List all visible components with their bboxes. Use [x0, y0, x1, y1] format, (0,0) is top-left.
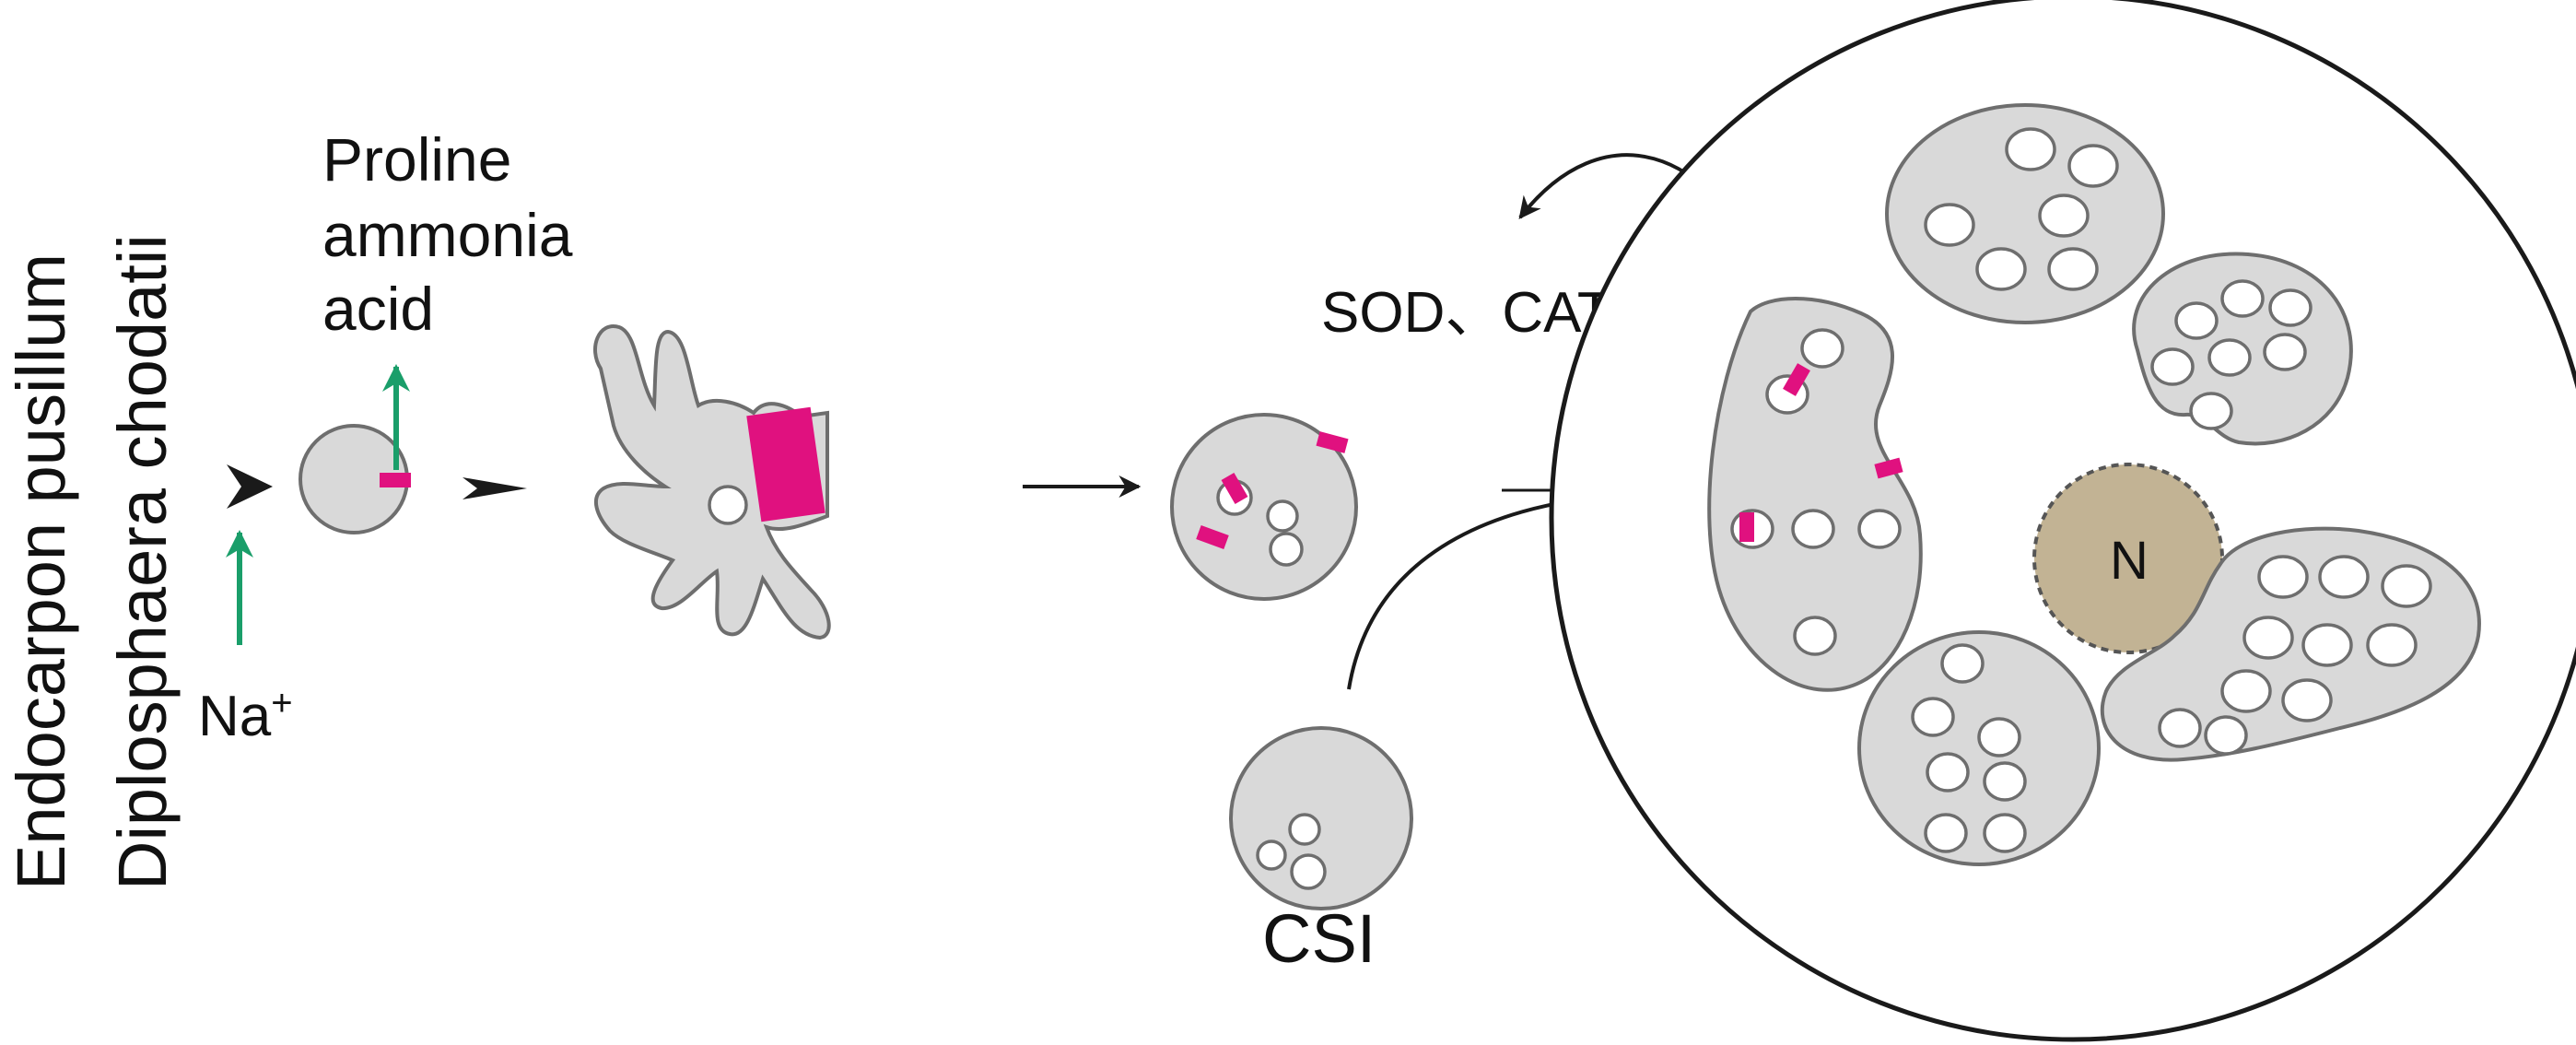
organelle-vacuole: [1977, 717, 2021, 757]
organelle-vacuole: [2158, 708, 2202, 748]
enzymes-label: SOD、CAT: [1321, 281, 1612, 345]
organelle-vacuole: [1791, 509, 1835, 549]
organelle-vacuole: [1800, 328, 1844, 369]
organelle-vacuole: [2366, 623, 2418, 667]
membrane-marker: [1316, 431, 1349, 453]
organelle-vacuole: [1975, 247, 2027, 291]
organelle-vacuole: [2204, 715, 2248, 756]
organelle-vacuole: [2220, 669, 2272, 713]
csi-cell-vacuole: [1256, 840, 1287, 871]
round-cell-vacuole: [1269, 532, 1304, 567]
organelle-vacuole: [2257, 555, 2309, 599]
organelle-vacuole: [1924, 203, 1975, 247]
organelle-vacuole: [2220, 279, 2265, 318]
organelle: [1857, 630, 2101, 866]
sodium-label: Na+: [198, 683, 293, 748]
organelle: [1707, 297, 1923, 692]
round-cell-vacuole: [1266, 499, 1299, 533]
membrane-marker: [1221, 473, 1248, 504]
proline-label-line-2: ammonia: [322, 201, 573, 269]
organelle-vacuole: [2242, 616, 2294, 660]
csi-cell-vacuole: [1288, 813, 1321, 846]
csi-label: CSI: [1262, 900, 1376, 977]
membrane-marker: [1874, 457, 1903, 479]
nucleus-label: N: [2110, 531, 2149, 591]
organelle-vacuole: [1911, 697, 1955, 737]
species-label-endocarpon: Endocarpon pusillum: [3, 253, 79, 890]
membrane-marker: [380, 473, 411, 487]
organelle-vacuole: [2268, 288, 2313, 327]
csi-cell-vacuole: [1290, 853, 1327, 890]
organelle-vacuole: [2381, 564, 2432, 608]
organelle-vacuole: [2150, 347, 2195, 386]
organelle-vacuole: [1857, 509, 1902, 549]
membrane-marker: [1196, 525, 1229, 549]
organelle-vacuole: [2281, 678, 2333, 722]
membrane-marker: [1739, 512, 1754, 542]
organelle-vacuole: [1926, 752, 1970, 793]
branched-cell-vacuole: [708, 485, 748, 525]
proline-label-line-3: acid: [322, 275, 434, 343]
organelle-vacuole: [1940, 643, 1985, 684]
organelle-vacuole: [2301, 623, 2353, 667]
species-label-diplosphaera: Diplosphaera chodatii: [104, 234, 181, 890]
organelle-vacuole: [2207, 338, 2252, 377]
membrane-marker: [746, 406, 825, 522]
branched-cell: [592, 323, 831, 640]
organelle-vacuole: [2038, 194, 2090, 238]
organelle-vacuole: [2005, 127, 2056, 171]
organelle-vacuole: [2189, 392, 2233, 430]
organelle-vacuole: [2067, 144, 2119, 188]
round-cell: [1170, 413, 1358, 601]
organelle-vacuole: [2318, 555, 2370, 599]
organelle-vacuole: [2174, 301, 2219, 340]
entry-arrowhead: [227, 464, 273, 509]
organelle-vacuole: [2263, 333, 2307, 371]
proline-label-line-1: Proline: [322, 125, 511, 194]
membrane-marker: [1783, 363, 1810, 396]
organelle-vacuole: [1793, 616, 1837, 656]
organelle-vacuole: [1983, 813, 2027, 853]
organelle-vacuole: [1924, 813, 1968, 853]
arrowhead-1: [463, 477, 527, 499]
organelle-vacuole: [2047, 247, 2099, 291]
organelle-vacuole: [1983, 761, 2027, 802]
